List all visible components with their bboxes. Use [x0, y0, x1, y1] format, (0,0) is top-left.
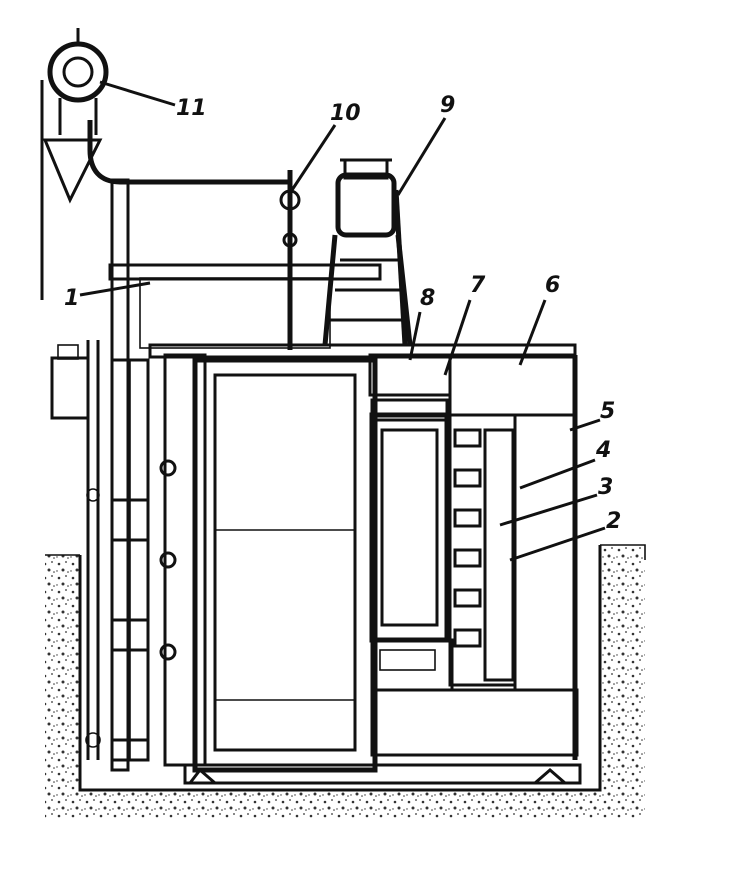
pipe-system	[40, 28, 301, 350]
lift-cylinder	[110, 178, 150, 772]
retort	[369, 398, 450, 643]
callout-9: 9	[440, 93, 455, 118]
callout-labels: 11 10 9 1 8 7 6 5 4 3 2	[64, 93, 621, 534]
lid-beam	[108, 263, 382, 349]
control-column	[50, 340, 101, 760]
manometer-icon	[47, 41, 109, 103]
ground-pit	[45, 544, 646, 820]
callout-10: 10	[330, 101, 361, 126]
callout-6: 6	[545, 273, 560, 298]
furnace-body	[159, 353, 378, 773]
callout-8: 8	[420, 286, 435, 311]
drive-motor	[322, 158, 413, 346]
callout-7: 7	[470, 273, 486, 298]
callout-3: 3	[598, 475, 613, 500]
leader-lines	[79, 80, 606, 562]
heating-elements	[448, 413, 517, 687]
callout-2: 2	[606, 509, 621, 534]
furnace-base	[183, 638, 582, 785]
insulation	[513, 355, 578, 760]
callout-11: 11	[176, 96, 207, 121]
callout-5: 5	[600, 399, 615, 424]
callout-1: 1	[64, 286, 79, 311]
callout-4: 4	[595, 438, 611, 463]
